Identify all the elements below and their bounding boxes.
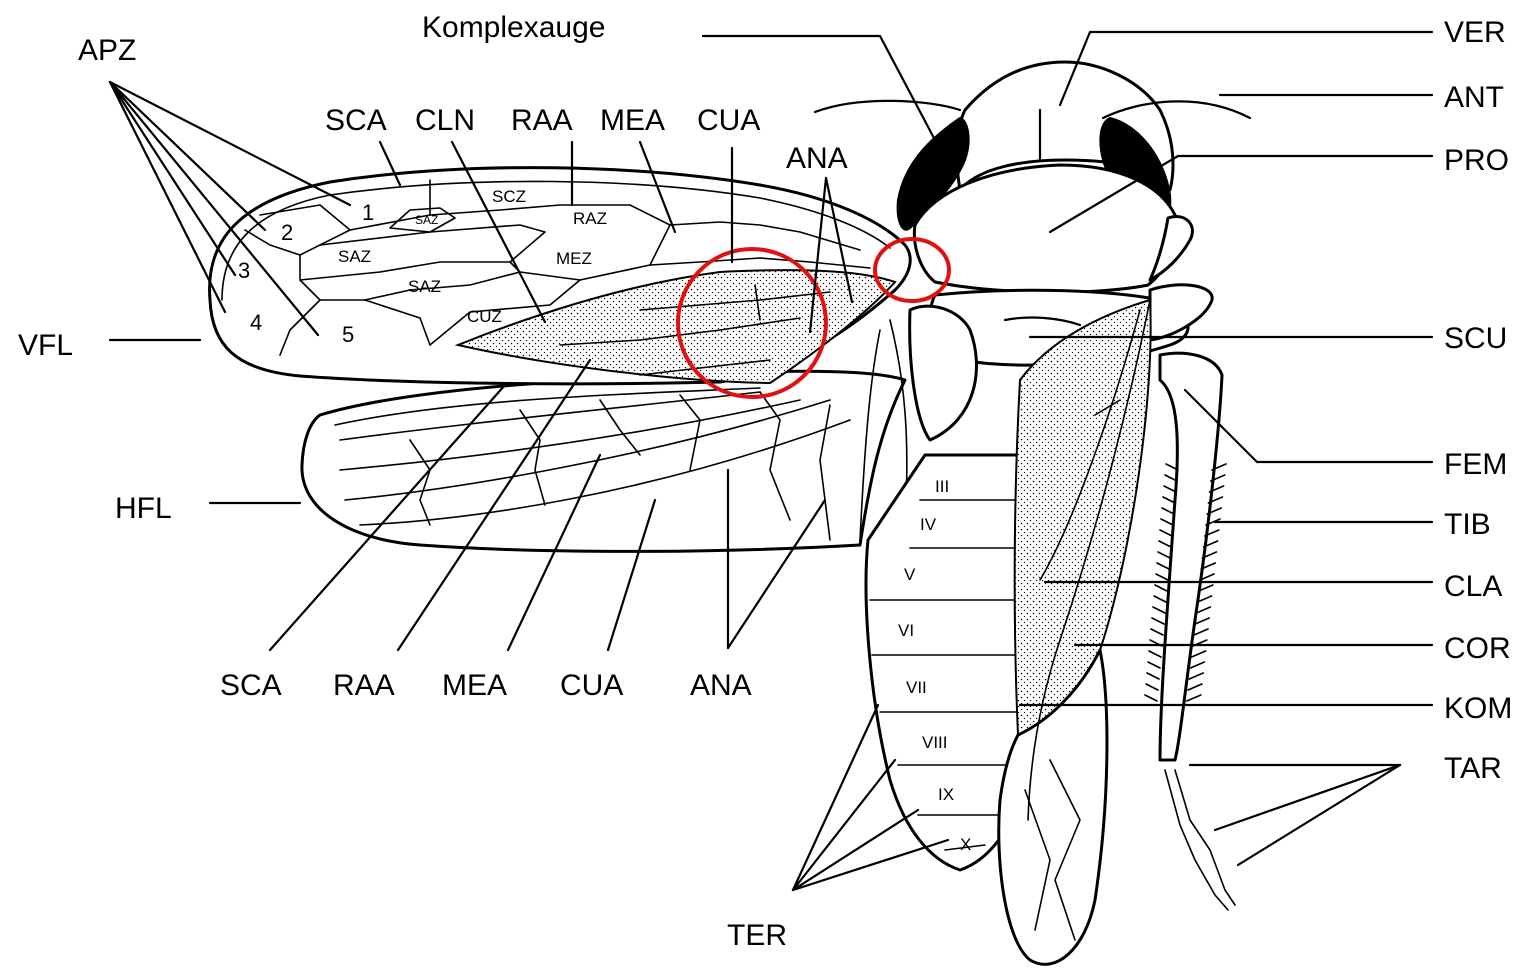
label-top-vein-mea: MEA [600,104,665,137]
tibial-spine [1151,629,1163,635]
apical-cell-2: 2 [281,220,293,245]
tibial-spine [1160,530,1172,536]
segment-vi: VI [898,621,914,640]
tibial-spine [1146,684,1158,690]
label-pro: PRO [1444,144,1509,177]
tibial-spine [1192,651,1206,657]
tibial-spine [1158,552,1170,558]
tibial-spine [1159,541,1171,547]
tibial-spine [1157,563,1169,569]
cell-raz: RAZ [573,209,607,228]
apical-cell-1: 1 [362,200,374,225]
label-top-vein-sca: SCA [325,104,387,137]
label-tib: TIB [1444,508,1491,541]
label-scu: SCU [1444,322,1507,355]
label-cor: COR [1444,632,1511,665]
label-bottom-vein-raa: RAA [333,669,395,702]
segment-x: X [960,835,971,854]
label-apz: APZ [78,34,136,67]
tibial-spine [1145,695,1157,701]
cell-mez: MEZ [556,249,592,268]
tibial-spine [1155,585,1167,591]
tibial-spine [1190,662,1204,668]
tibial-spine [1149,651,1161,657]
label-tar: TAR [1444,752,1502,785]
segment-ix: IX [938,785,954,804]
cell-saz-small: SAZ [415,213,438,227]
apical-cell-4: 4 [250,310,262,335]
segment-iii: III [935,477,949,496]
tibial-spine [1187,695,1201,701]
label-ana-top: ANA [786,142,848,175]
tibial-spine [1164,486,1176,492]
cell-scz: SCZ [492,187,526,206]
segment-viii: VIII [922,733,948,752]
tibial-spine [1147,673,1159,679]
label-vfl: VFL [18,329,73,362]
segment-v: V [904,565,916,584]
tibial-spine [1163,497,1175,503]
tibial-spine [1189,673,1203,679]
apical-cell-3: 3 [238,258,250,283]
tibial-spine [1195,618,1209,624]
label-ver: VER [1444,16,1506,49]
label-bottom-vein-sca: SCA [220,669,282,702]
label-bottom-vein-ana: ANA [690,669,752,702]
hind-wing [302,371,905,551]
label-komplexauge: Komplexauge [422,11,605,44]
label-bottom-vein-cua: CUA [560,669,623,702]
label-hfl: HFL [115,492,172,525]
label-cla: CLA [1444,570,1502,603]
label-kom: KOM [1444,692,1512,725]
cell-cuz: CUZ [467,307,502,326]
fore-wing [210,168,911,384]
tibial-spine [1196,607,1210,613]
tibial-spine [1188,684,1202,690]
tibial-spine [1154,596,1166,602]
tibial-spine [1152,618,1164,624]
tibial-spine [1153,607,1165,613]
label-ter: TER [727,919,787,952]
label-top-vein-cln: CLN [415,104,475,137]
tibial-spine [1161,519,1173,525]
label-top-vein-cua: CUA [697,104,760,137]
label-top-vein-raa: RAA [511,104,573,137]
label-ant: ANT [1444,81,1504,114]
label-fem: FEM [1444,448,1507,481]
tibial-spine [1194,629,1208,635]
tibial-spine [1162,508,1174,514]
cell-saz-2: SAZ [408,277,441,296]
segment-iv: IV [920,515,937,534]
insect-body [815,62,1250,964]
segment-vii: VII [906,678,927,697]
tibial-spine [1148,662,1160,668]
cell-saz-1: SAZ [338,247,371,266]
label-bottom-vein-mea: MEA [442,669,507,702]
apical-cell-5: 5 [342,322,354,347]
tibial-spine [1156,574,1168,580]
